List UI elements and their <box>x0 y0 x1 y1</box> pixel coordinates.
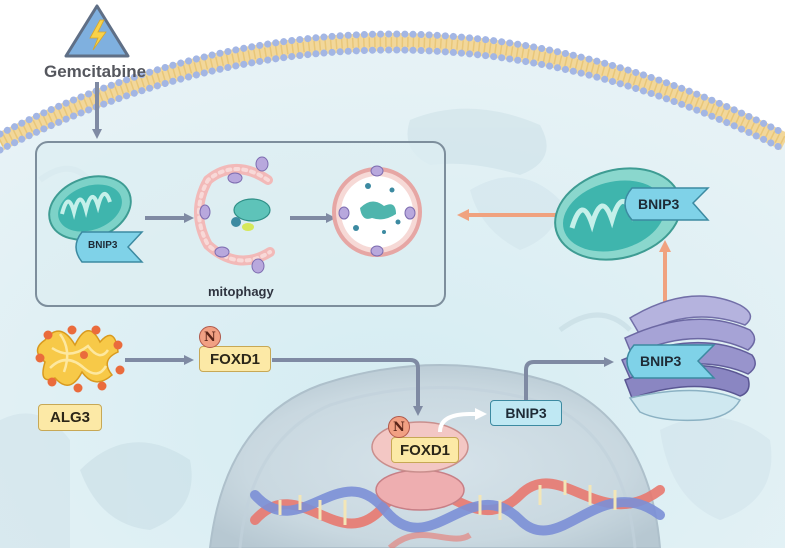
dna-helix <box>250 478 665 548</box>
autolysosome <box>332 165 422 257</box>
bnip3-mito-label: BNIP3 <box>638 196 680 212</box>
phagophore <box>194 156 275 274</box>
bnip3-er-label: BNIP3 <box>640 353 682 369</box>
transcription-arrow <box>438 408 487 433</box>
foxd1-nucleus-box: FOXD1 <box>391 437 459 463</box>
mito-bnip3-protein <box>624 187 710 221</box>
gemcitabine-label: Gemcitabine <box>44 62 147 81</box>
n-glycosylation-marker-cytoplasm: N <box>199 326 221 348</box>
cell-membrane <box>0 30 785 154</box>
panel-mitochondrion <box>48 175 132 241</box>
alg3-protein <box>35 325 125 393</box>
background-organelles <box>0 108 772 548</box>
foxd1-cytoplasm-box: FOXD1 <box>199 346 271 372</box>
mitophagy-label: mitophagy <box>208 284 274 299</box>
er-bnip3-protein <box>626 344 716 379</box>
lightning-warning-icon <box>64 4 130 58</box>
panel-bnip3-protein <box>75 231 144 263</box>
alg3-box: ALG3 <box>38 404 102 431</box>
foxd1-nuclear-translocation-arrow <box>272 358 423 416</box>
bnip3-to-er-arrow <box>524 357 614 400</box>
n-glycosylation-marker-nucleus: N <box>388 416 410 438</box>
bnip3-transcript-box: BNIP3 <box>490 400 562 426</box>
bnip3-panel-label: BNIP3 <box>88 240 118 251</box>
